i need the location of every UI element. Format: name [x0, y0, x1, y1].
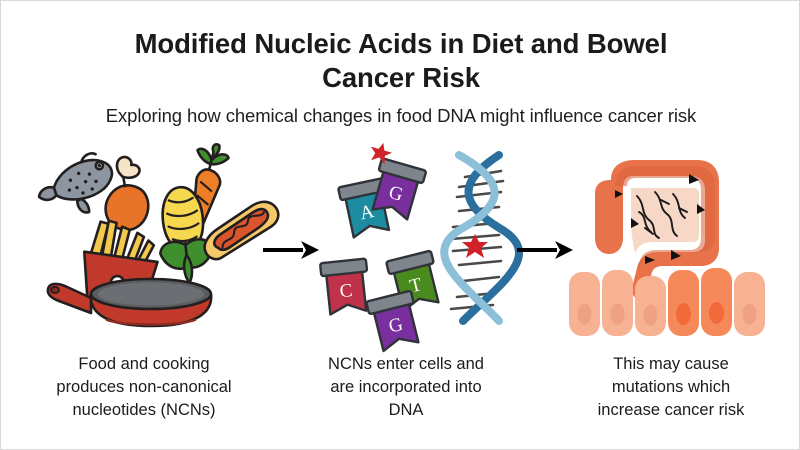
- caption-bowel: This may cause mutations which increase …: [556, 353, 786, 422]
- arrow-food-to-ncn: [263, 239, 319, 261]
- epithelial-cell: [635, 276, 666, 336]
- svg-text:G: G: [386, 182, 405, 206]
- caption-bowel-line-3: increase cancer risk: [597, 401, 745, 419]
- mutation-star-icon: [370, 142, 393, 165]
- page-subtitle: Exploring how chemical changes in food D…: [105, 105, 697, 126]
- fish-icon: [37, 152, 114, 214]
- corn-icon: [159, 185, 214, 287]
- hot-dog-icon: [203, 200, 280, 261]
- bowel-and-epithelial-cells: [567, 156, 782, 341]
- caption-bowel-line-1: This may cause: [613, 355, 729, 373]
- caption-food: Food and cooking produces non-canonical …: [29, 353, 259, 422]
- caption-ncn-line-1: NCNs enter cells and: [328, 355, 484, 373]
- frying-pan-icon: [46, 277, 213, 328]
- caption-ncn-line-3: DNA: [388, 401, 424, 419]
- svg-text:A: A: [358, 201, 376, 224]
- dna-double-helix: [440, 151, 523, 325]
- mutation-star-icon: [462, 234, 488, 258]
- nucleotide-tiles-and-dna-helix: A G T C: [319, 142, 546, 353]
- nucleotide-tile-g: G: [365, 289, 420, 353]
- caption-food-line-3: nucleotides (NCNs): [72, 401, 216, 419]
- caption-bowel-line-2: mutations which: [611, 378, 731, 396]
- svg-text:C: C: [339, 280, 354, 302]
- page-title: Modified Nucleic Acids in Diet and Bowel…: [61, 27, 741, 95]
- caption-food-line-1: Food and cooking: [78, 355, 210, 373]
- chicken-drumstick-icon: [104, 155, 150, 232]
- caption-ncn-line-2: are incorporated into: [330, 378, 482, 396]
- nucleotide-tile-c: C: [319, 257, 369, 316]
- svg-text:G: G: [387, 314, 406, 338]
- epithelial-cell-mutated: [701, 268, 732, 336]
- epithelial-cell-row: [569, 268, 765, 336]
- epithelial-cell: [602, 270, 633, 336]
- caption-food-line-2: produces non-canonical: [56, 378, 232, 396]
- food-and-cooking-illustration: [29, 143, 280, 336]
- epithelial-cell: [734, 272, 765, 336]
- caption-ncn: NCNs enter cells and are incorporated in…: [291, 353, 521, 422]
- arrow-dna-to-bowel: [517, 239, 573, 261]
- epithelial-cell-mutated: [668, 270, 699, 336]
- page-title-line-1: Modified Nucleic Acids in Diet and Bowel: [134, 28, 668, 59]
- large-intestine-icon: [595, 160, 719, 301]
- epithelial-cell: [569, 272, 600, 336]
- page-title-line-2: Cancer Risk: [322, 62, 480, 93]
- nucleotide-tile-g-modified: G: [370, 142, 427, 221]
